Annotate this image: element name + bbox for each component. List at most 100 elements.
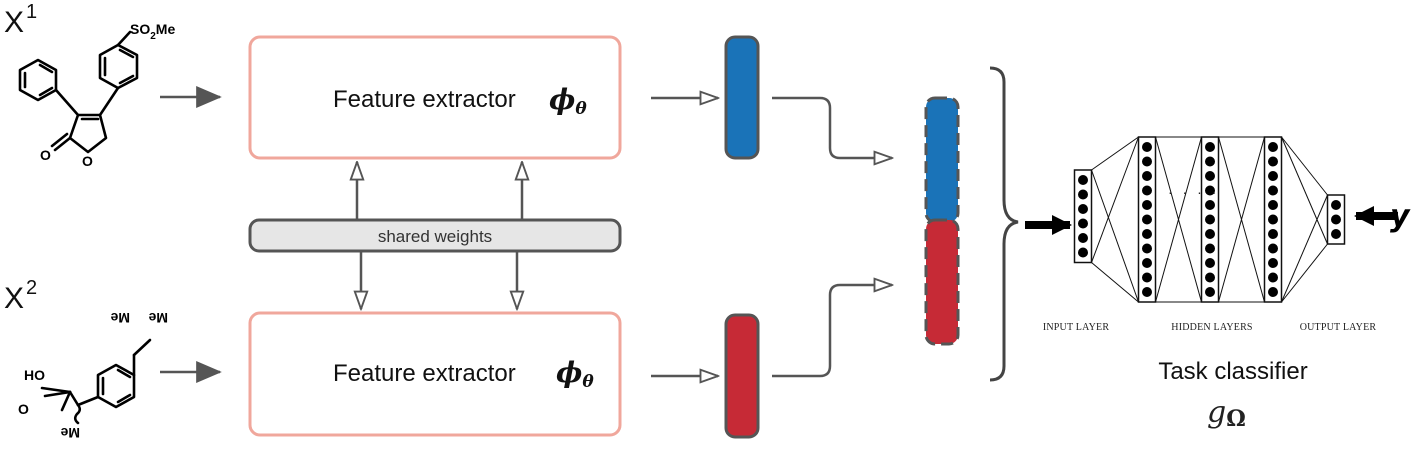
extractor-top-box bbox=[248, 35, 622, 160]
input-label-x2: X 2 bbox=[4, 277, 37, 315]
embedding-red bbox=[724, 313, 760, 439]
x2-base: X bbox=[4, 282, 24, 315]
neuron bbox=[1142, 243, 1152, 254]
neuron bbox=[1268, 243, 1278, 254]
neuron bbox=[1268, 229, 1278, 239]
neuron bbox=[1205, 287, 1215, 297]
network-connection bbox=[1281, 243, 1328, 303]
neuron bbox=[1142, 171, 1152, 181]
input-label-x1: X 1 bbox=[4, 1, 37, 39]
neuron bbox=[1205, 229, 1215, 239]
neuron bbox=[1142, 200, 1152, 210]
neuron bbox=[1142, 229, 1152, 239]
g-omega-symbol: gΩ bbox=[1207, 395, 1246, 432]
me-top-label: Me bbox=[110, 310, 130, 326]
neuron bbox=[1331, 214, 1341, 225]
o-label: O bbox=[18, 401, 29, 417]
me-bottom-label: Me bbox=[60, 425, 80, 441]
neuron bbox=[1205, 171, 1215, 181]
extractor-top-label: Feature extractor bbox=[333, 86, 516, 113]
neuron bbox=[1142, 258, 1152, 268]
neuron bbox=[1078, 204, 1088, 214]
neuron bbox=[1078, 218, 1088, 229]
molecule-1: SO2Me O O bbox=[18, 21, 175, 169]
oh-label: HO bbox=[24, 367, 45, 383]
embedding-blue bbox=[724, 35, 760, 160]
x1-sup: 1 bbox=[26, 1, 37, 23]
network-connection bbox=[1281, 136, 1328, 196]
concatenated-embedding bbox=[924, 96, 960, 346]
neuron bbox=[1078, 233, 1088, 243]
neuron bbox=[1078, 189, 1088, 200]
molecule-2: HO O Me Me Me bbox=[18, 310, 168, 441]
network-connections bbox=[1091, 136, 1328, 303]
neuron bbox=[1205, 272, 1215, 283]
phenyl-ring-1 bbox=[18, 58, 58, 102]
neuron bbox=[1205, 142, 1215, 152]
neuron bbox=[1268, 287, 1278, 297]
neuron bbox=[1205, 185, 1215, 196]
neuron bbox=[1205, 200, 1215, 210]
feature-extractor-bottom: Feature extractor ϕθ bbox=[248, 311, 622, 437]
neuron bbox=[1268, 258, 1278, 268]
neuron bbox=[1205, 243, 1215, 254]
phi-theta-bottom: ϕθ bbox=[556, 356, 594, 392]
network-connection bbox=[1218, 136, 1265, 303]
network-connection bbox=[1091, 136, 1139, 263]
neuron bbox=[1268, 171, 1278, 181]
concat-arrow-bottom bbox=[772, 285, 892, 378]
neuron bbox=[1142, 287, 1152, 297]
network-connection bbox=[1281, 136, 1328, 245]
neuron bbox=[1142, 214, 1152, 225]
neuron bbox=[1142, 272, 1152, 283]
neuron bbox=[1268, 142, 1278, 152]
neuron bbox=[1205, 156, 1215, 167]
network-connection bbox=[1155, 136, 1202, 303]
input-layer-label: INPUT LAYER bbox=[1043, 322, 1110, 333]
neuron bbox=[1268, 214, 1278, 225]
shared-weights: shared weights bbox=[248, 218, 622, 253]
grouping-brace bbox=[989, 66, 1019, 382]
hidden-layers-label: HIDDEN LAYERS bbox=[1171, 322, 1252, 333]
furanone-ring bbox=[68, 113, 108, 154]
neuron bbox=[1078, 175, 1088, 185]
concat-red bbox=[924, 218, 960, 346]
neuron bbox=[1142, 142, 1152, 152]
network-connection bbox=[1091, 169, 1139, 303]
network-connection bbox=[1091, 262, 1139, 303]
output-layer-label: OUTPUT LAYER bbox=[1300, 322, 1377, 333]
phi-theta-top: ϕθ bbox=[549, 83, 587, 119]
neuron bbox=[1205, 258, 1215, 268]
feature-extractor-top: Feature extractor ϕθ bbox=[248, 35, 622, 160]
neuron bbox=[1331, 200, 1341, 210]
task-classifier-network: y · · · · INPUT LAYER HIDDEN LAYERS OUTP… bbox=[1025, 136, 1411, 333]
network-connection bbox=[1091, 136, 1139, 171]
neuron bbox=[1268, 200, 1278, 210]
neuron bbox=[1078, 247, 1088, 258]
carbonyl-o-label: O bbox=[40, 147, 51, 163]
so2-label: SO2Me bbox=[130, 21, 175, 42]
neuron bbox=[1205, 214, 1215, 225]
me-top2-label: Me bbox=[148, 310, 168, 326]
neuron bbox=[1331, 229, 1341, 239]
extractor-bottom-label: Feature extractor bbox=[333, 360, 516, 387]
neuron bbox=[1268, 156, 1278, 167]
x1-base: X bbox=[4, 6, 24, 39]
shared-weights-bar bbox=[248, 218, 622, 253]
neuron bbox=[1268, 185, 1278, 196]
ring-o-label: O bbox=[82, 153, 93, 169]
target-y-label: y bbox=[1390, 199, 1411, 234]
network-layers bbox=[1073, 136, 1346, 303]
concat-blue bbox=[924, 96, 960, 224]
task-classifier-title: Task classifier bbox=[1158, 358, 1307, 385]
concat-arrow-top bbox=[772, 96, 892, 158]
neuron bbox=[1268, 272, 1278, 283]
neuron bbox=[1142, 156, 1152, 167]
neuron bbox=[1142, 185, 1152, 196]
extractor-bottom-box bbox=[248, 311, 622, 437]
x2-sup: 2 bbox=[26, 277, 37, 299]
shared-weights-label: shared weights bbox=[378, 227, 492, 246]
network-connection bbox=[1281, 194, 1328, 303]
hidden-ellipsis: · · · · bbox=[1168, 184, 1219, 200]
